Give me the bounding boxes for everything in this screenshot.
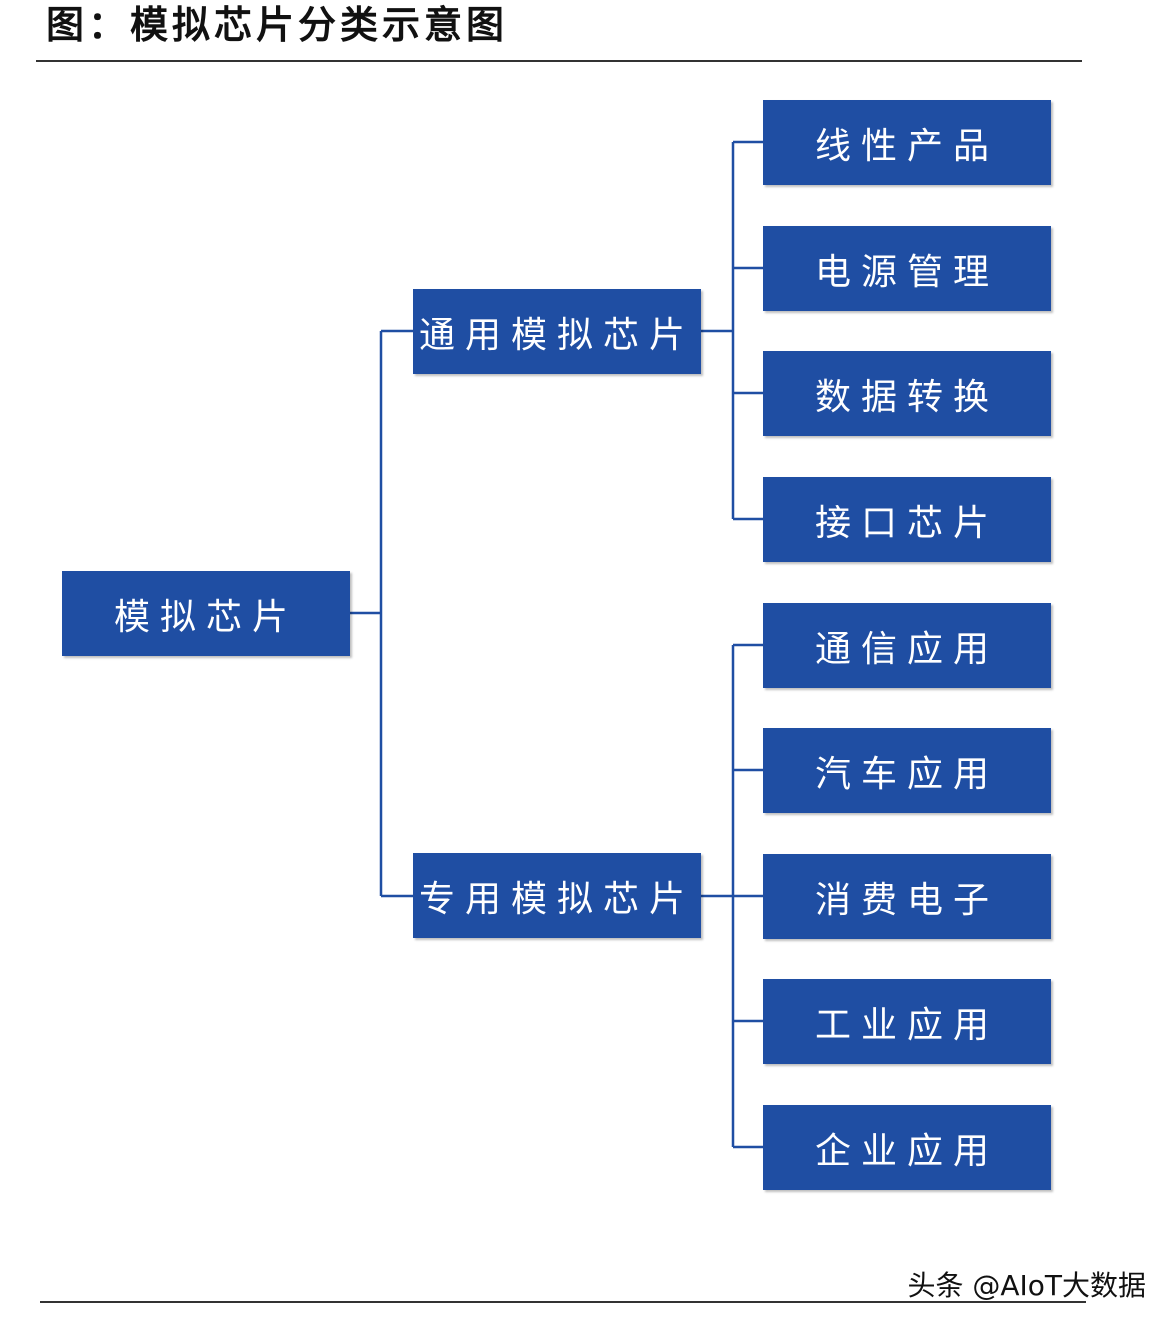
node-data-conversion: 数据转换 <box>763 351 1051 436</box>
node-enterprise-apps: 企业应用 <box>763 1105 1051 1190</box>
node-linear-products: 线性产品 <box>763 100 1051 185</box>
node-root: 模拟芯片 <box>62 571 350 656</box>
node-industrial-apps: 工业应用 <box>763 979 1051 1064</box>
node-consumer-electronics: 消费电子 <box>763 854 1051 939</box>
node-general-analog: 通用模拟芯片 <box>413 289 701 374</box>
top-divider <box>36 60 1082 62</box>
bottom-divider <box>40 1301 1086 1303</box>
node-automotive-apps: 汽车应用 <box>763 728 1051 813</box>
node-power-management: 电源管理 <box>763 226 1051 311</box>
node-communication-apps: 通信应用 <box>763 603 1051 688</box>
node-interface-chips: 接口芯片 <box>763 477 1051 562</box>
watermark-text: 头条 @AIoT大数据 <box>907 1269 1146 1302</box>
node-specialized-analog: 专用模拟芯片 <box>413 853 701 938</box>
diagram-title: 图：模拟芯片分类示意图 <box>46 3 509 47</box>
